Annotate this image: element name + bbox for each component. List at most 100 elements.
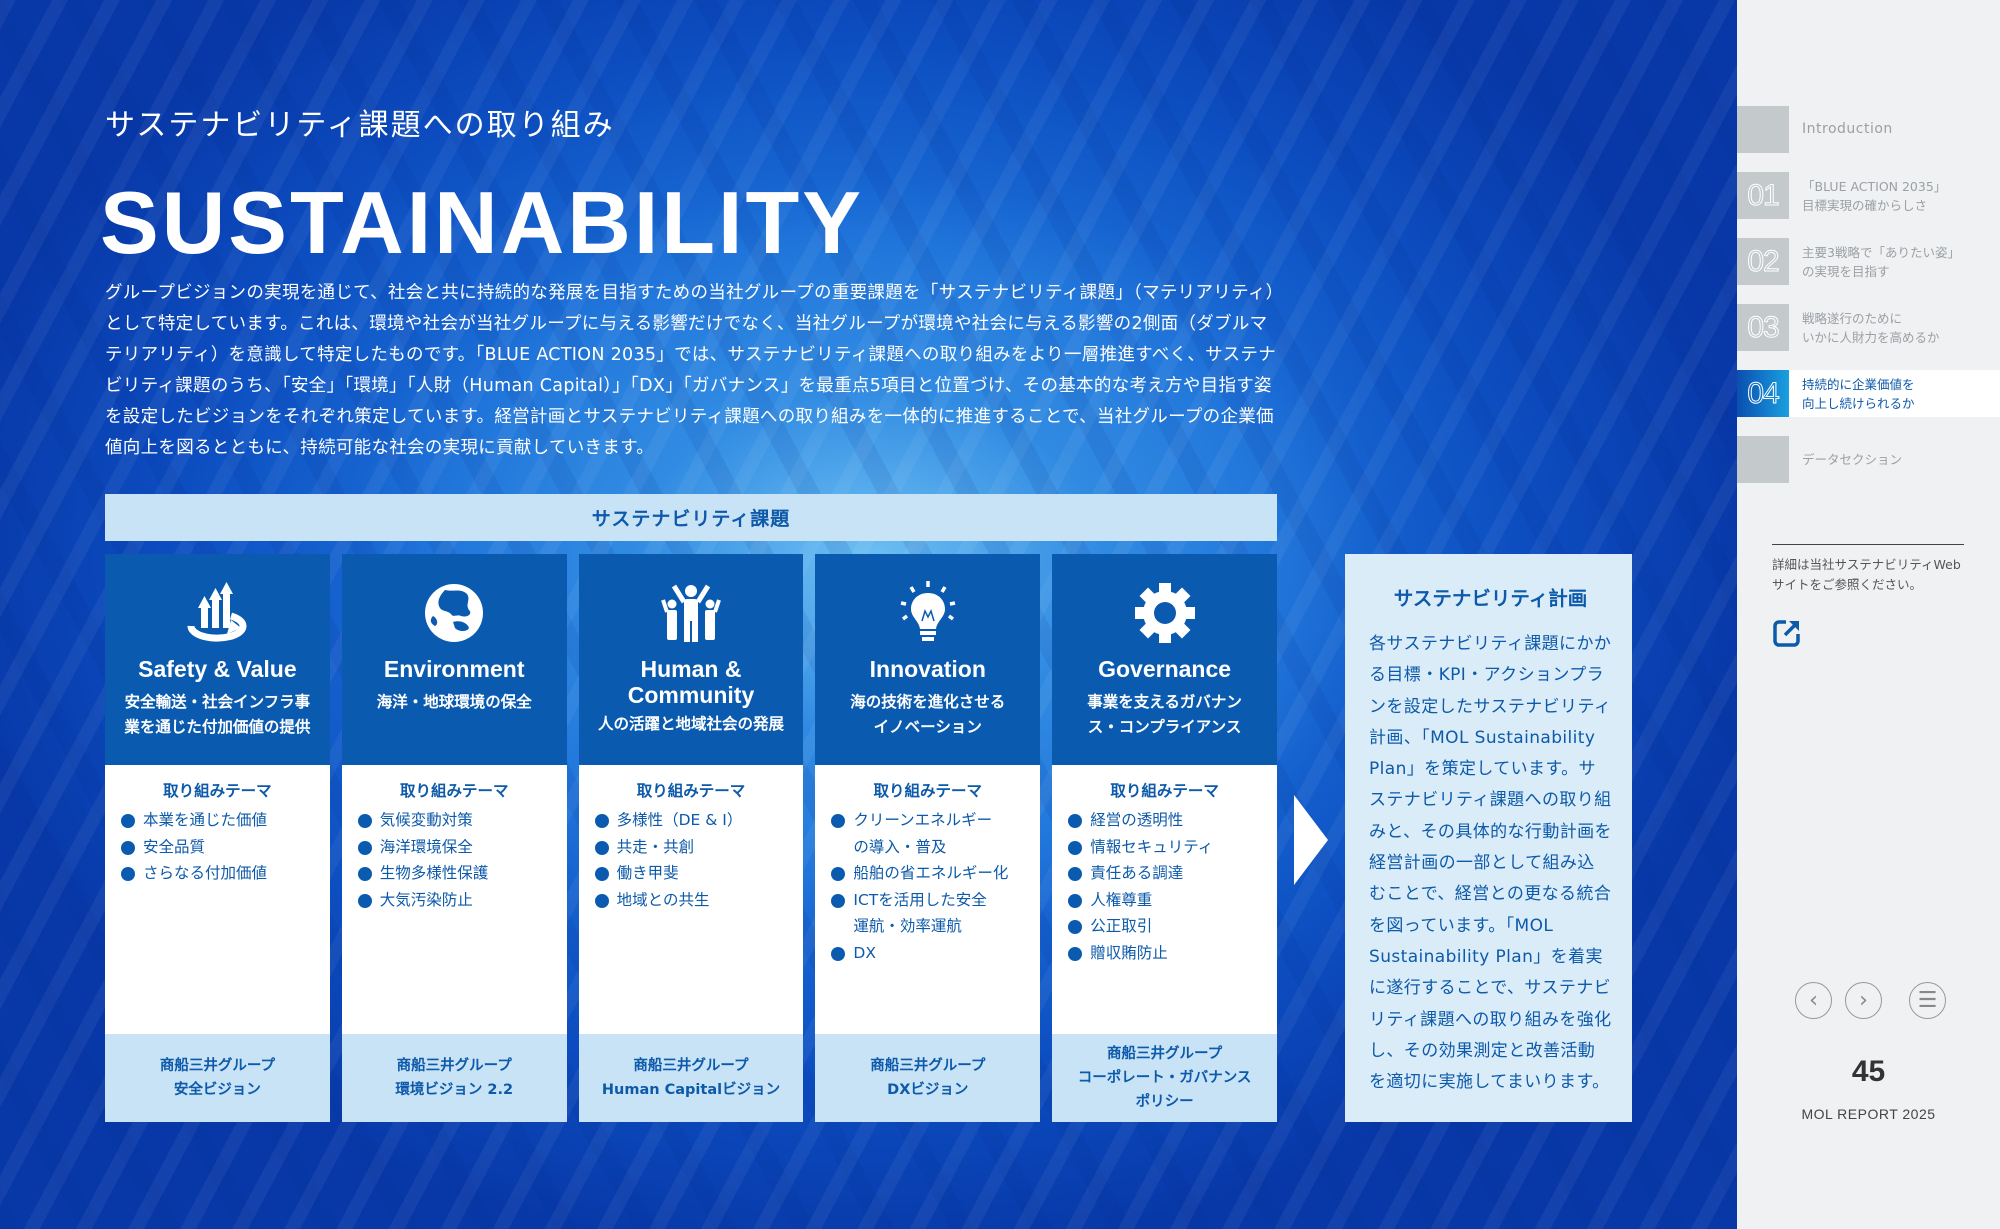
card-body: 取り組みテーマ 多様性（DE & I） 共走・共創 働き甲斐 地域との共生 <box>578 765 804 1034</box>
nav-item-01[interactable]: 01 「BLUE ACTION 2035」 目標実現の確からしさ <box>1737 172 2000 219</box>
theme-list: クリーンエネルギーの導入・普及 船舶の省エネルギー化 ICTを活用した安全運航・… <box>831 807 1024 966</box>
card-title: Governance <box>1098 656 1232 682</box>
card-subtitle: 事業を支えるガバナンス・コンプライアンス <box>1087 693 1242 736</box>
theme-item: 本業を通じた価値 <box>121 807 314 834</box>
card-safety-value: Safety & Value 安全輸送・社会インフラ事業を通じた付加価値の提供 … <box>105 554 330 1122</box>
theme-item: 責任ある調達 <box>1068 860 1261 887</box>
nav-item-data-section[interactable]: データセクション <box>1737 436 2000 483</box>
theme-list: 経営の透明性 情報セキュリティ 責任ある調達 人権尊重 公正取引 贈収賄防止 <box>1068 807 1261 966</box>
page-subtitle: サステナビリティ課題への取り組み <box>105 108 615 143</box>
theme-heading: 取り組みテーマ <box>873 782 983 800</box>
theme-item: DX <box>831 940 1024 967</box>
card-body: 取り組みテーマ 経営の透明性 情報セキュリティ 責任ある調達 人権尊重 公正取引… <box>1052 765 1277 1034</box>
report-name: MOL REPORT 2025 <box>1801 1106 1936 1122</box>
section-sidebar: Introduction 01 「BLUE ACTION 2035」 目標実現の… <box>1737 0 2000 1229</box>
nav-label: データセクション <box>1802 452 1903 467</box>
theme-item: 多様性（DE & I） <box>594 807 788 834</box>
theme-heading: 取り組みテーマ <box>399 782 509 800</box>
card-human-community: Human & Community 人の活躍と地域社会の発展 取り組みテーマ 多… <box>578 554 804 1122</box>
theme-list: 本業を通じた価値 安全品質 さらなる付加価値 <box>121 807 314 887</box>
menu-button[interactable]: ☰ <box>1909 982 1946 1019</box>
theme-item: さらなる付加価値 <box>121 860 314 887</box>
card-subtitle: 海洋・地球環境の保全 <box>376 693 532 711</box>
card-innovation: Innovation 海の技術を進化させるイノベーション 取り組みテーマ クリー… <box>815 554 1041 1122</box>
vision-link-human-capital[interactable]: 商船三井グループ Human Capitalビジョン <box>578 1034 804 1122</box>
card-header: Safety & Value 安全輸送・社会インフラ事業を通じた付加価値の提供 <box>105 554 330 765</box>
theme-item: ICTを活用した安全運航・効率運航 <box>831 887 1024 940</box>
main-content: サステナビリティ課題への取り組み SUSTAINABILITY グループビジョン… <box>0 0 1737 1229</box>
vision-line: 商船三井グループ <box>870 1058 986 1074</box>
theme-item: 船舶の省エネルギー化 <box>831 860 1024 887</box>
theme-item: 公正取引 <box>1068 913 1261 940</box>
theme-item: 気候変動対策 <box>357 807 551 834</box>
card-environment: Environment 海洋・地球環境の保全 取り組みテーマ 気候変動対策 海洋… <box>341 554 567 1122</box>
plan-body: 各サステナビリティ課題にかかる目標・KPI・アクションプランを設定したサステナビ… <box>1369 634 1612 1093</box>
growth-arrows-icon <box>180 580 254 646</box>
materiality-band: サステナビリティ課題 <box>105 494 1277 541</box>
vision-line: 商船三井グループ <box>159 1058 275 1074</box>
globe-icon <box>417 580 491 646</box>
card-title: Human & Community <box>627 656 755 708</box>
nav-number: 04 <box>1737 370 1789 417</box>
nav-item-02[interactable]: 02 主要3戦略で「ありたい姿」 の実現を目指す <box>1737 238 2000 285</box>
theme-item: クリーンエネルギーの導入・普及 <box>831 807 1024 860</box>
vision-line: 商船三井グループ <box>633 1058 749 1074</box>
card-title: Innovation <box>869 656 986 682</box>
materiality-cards: Safety & Value 安全輸送・社会インフラ事業を通じた付加価値の提供 … <box>105 554 1277 1122</box>
vision-line: 商船三井グループ <box>396 1058 512 1074</box>
theme-item: 情報セキュリティ <box>1068 834 1261 861</box>
lightbulb-icon <box>891 580 965 646</box>
theme-heading: 取り組みテーマ <box>163 782 272 800</box>
web-note: 詳細は当社サステナビリティWebサイトをご参照ください。 <box>1772 544 1964 595</box>
page-title: SUSTAINABILITY <box>100 173 864 272</box>
vision-link-dx[interactable]: 商船三井グループ DXビジョン <box>815 1034 1041 1122</box>
card-title: Safety & Value <box>138 656 297 682</box>
prev-page-button[interactable]: ‹ <box>1795 982 1832 1019</box>
page-number: 45 <box>1851 1055 1886 1088</box>
theme-item: 働き甲斐 <box>594 860 788 887</box>
card-subtitle: 安全輸送・社会インフラ事業を通じた付加価値の提供 <box>124 693 311 736</box>
card-body: 取り組みテーマ 気候変動対策 海洋環境保全 生物多様性保護 大気汚染防止 <box>341 765 567 1034</box>
nav-number: 01 <box>1737 172 1789 219</box>
card-body: 取り組みテーマ クリーンエネルギーの導入・普及 船舶の省エネルギー化 ICTを活… <box>815 765 1041 1034</box>
card-header: Environment 海洋・地球環境の保全 <box>341 554 567 765</box>
theme-list: 多様性（DE & I） 共走・共創 働き甲斐 地域との共生 <box>594 807 788 914</box>
next-page-button[interactable]: › <box>1845 982 1882 1019</box>
nav-item-04[interactable]: 04 持続的に企業価値を 向上し続けられるか <box>1737 370 2000 417</box>
materiality-band-label: サステナビリティ課題 <box>591 508 791 530</box>
card-header: Human & Community 人の活躍と地域社会の発展 <box>578 554 804 765</box>
theme-item: 大気汚染防止 <box>357 887 551 914</box>
external-link-icon[interactable] <box>1772 618 1802 648</box>
page-navigation: ‹ › ☰ <box>1795 982 1946 1019</box>
plan-title: サステナビリティ計画 <box>1393 587 1588 610</box>
card-body: 取り組みテーマ 本業を通じた価値 安全品質 さらなる付加価値 <box>105 765 330 1034</box>
theme-item: 生物多様性保護 <box>357 860 551 887</box>
people-icon <box>654 580 728 646</box>
theme-heading: 取り組みテーマ <box>1110 782 1219 800</box>
nav-item-03[interactable]: 03 戦略遂行のために いかに人財力を高めるか <box>1737 304 2000 351</box>
card-title: Environment <box>383 656 525 682</box>
vision-link-environment[interactable]: 商船三井グループ 環境ビジョン 2.2 <box>341 1034 567 1122</box>
intro-paragraph: グループビジョンの実現を通じて、社会と共に持続的な発展を目指すための当社グループ… <box>105 283 1277 458</box>
nav-item-introduction[interactable]: Introduction <box>1737 106 2000 153</box>
theme-heading: 取り組みテーマ <box>636 782 746 800</box>
theme-item: 人権尊重 <box>1068 887 1261 914</box>
vision-link-safety[interactable]: 商船三井グループ 安全ビジョン <box>105 1034 330 1122</box>
chevron-right-icon: › <box>1859 988 1868 1013</box>
card-header: Innovation 海の技術を進化させるイノベーション <box>815 554 1041 765</box>
vision-link-governance[interactable]: 商船三井グループ コーポレート・ガバナンス ポリシー <box>1052 1034 1277 1122</box>
vision-line: ポリシー <box>1135 1094 1194 1110</box>
theme-item: 地域との共生 <box>594 887 788 914</box>
theme-list: 気候変動対策 海洋環境保全 生物多様性保護 大気汚染防止 <box>357 807 551 914</box>
card-governance: Governance 事業を支えるガバナンス・コンプライアンス 取り組みテーマ … <box>1052 554 1277 1122</box>
vision-line: Human Capitalビジョン <box>601 1082 781 1098</box>
theme-item: 贈収賄防止 <box>1068 940 1261 967</box>
card-subtitle: 人の活躍と地域社会の発展 <box>597 715 784 733</box>
card-header: Governance 事業を支えるガバナンス・コンプライアンス <box>1052 554 1277 765</box>
nav-label: 「BLUE ACTION 2035」 目標実現の確からしさ <box>1802 178 1947 213</box>
vision-line: 安全ビジョン <box>173 1082 261 1098</box>
arrow-right-icon <box>1294 795 1328 885</box>
card-subtitle: 海の技術を進化させるイノベーション <box>850 693 1006 736</box>
sustainability-plan-panel: サステナビリティ計画 各サステナビリティ課題にかかる目標・KPI・アクションプラ… <box>1345 554 1632 1122</box>
theme-item: 共走・共創 <box>594 834 788 861</box>
